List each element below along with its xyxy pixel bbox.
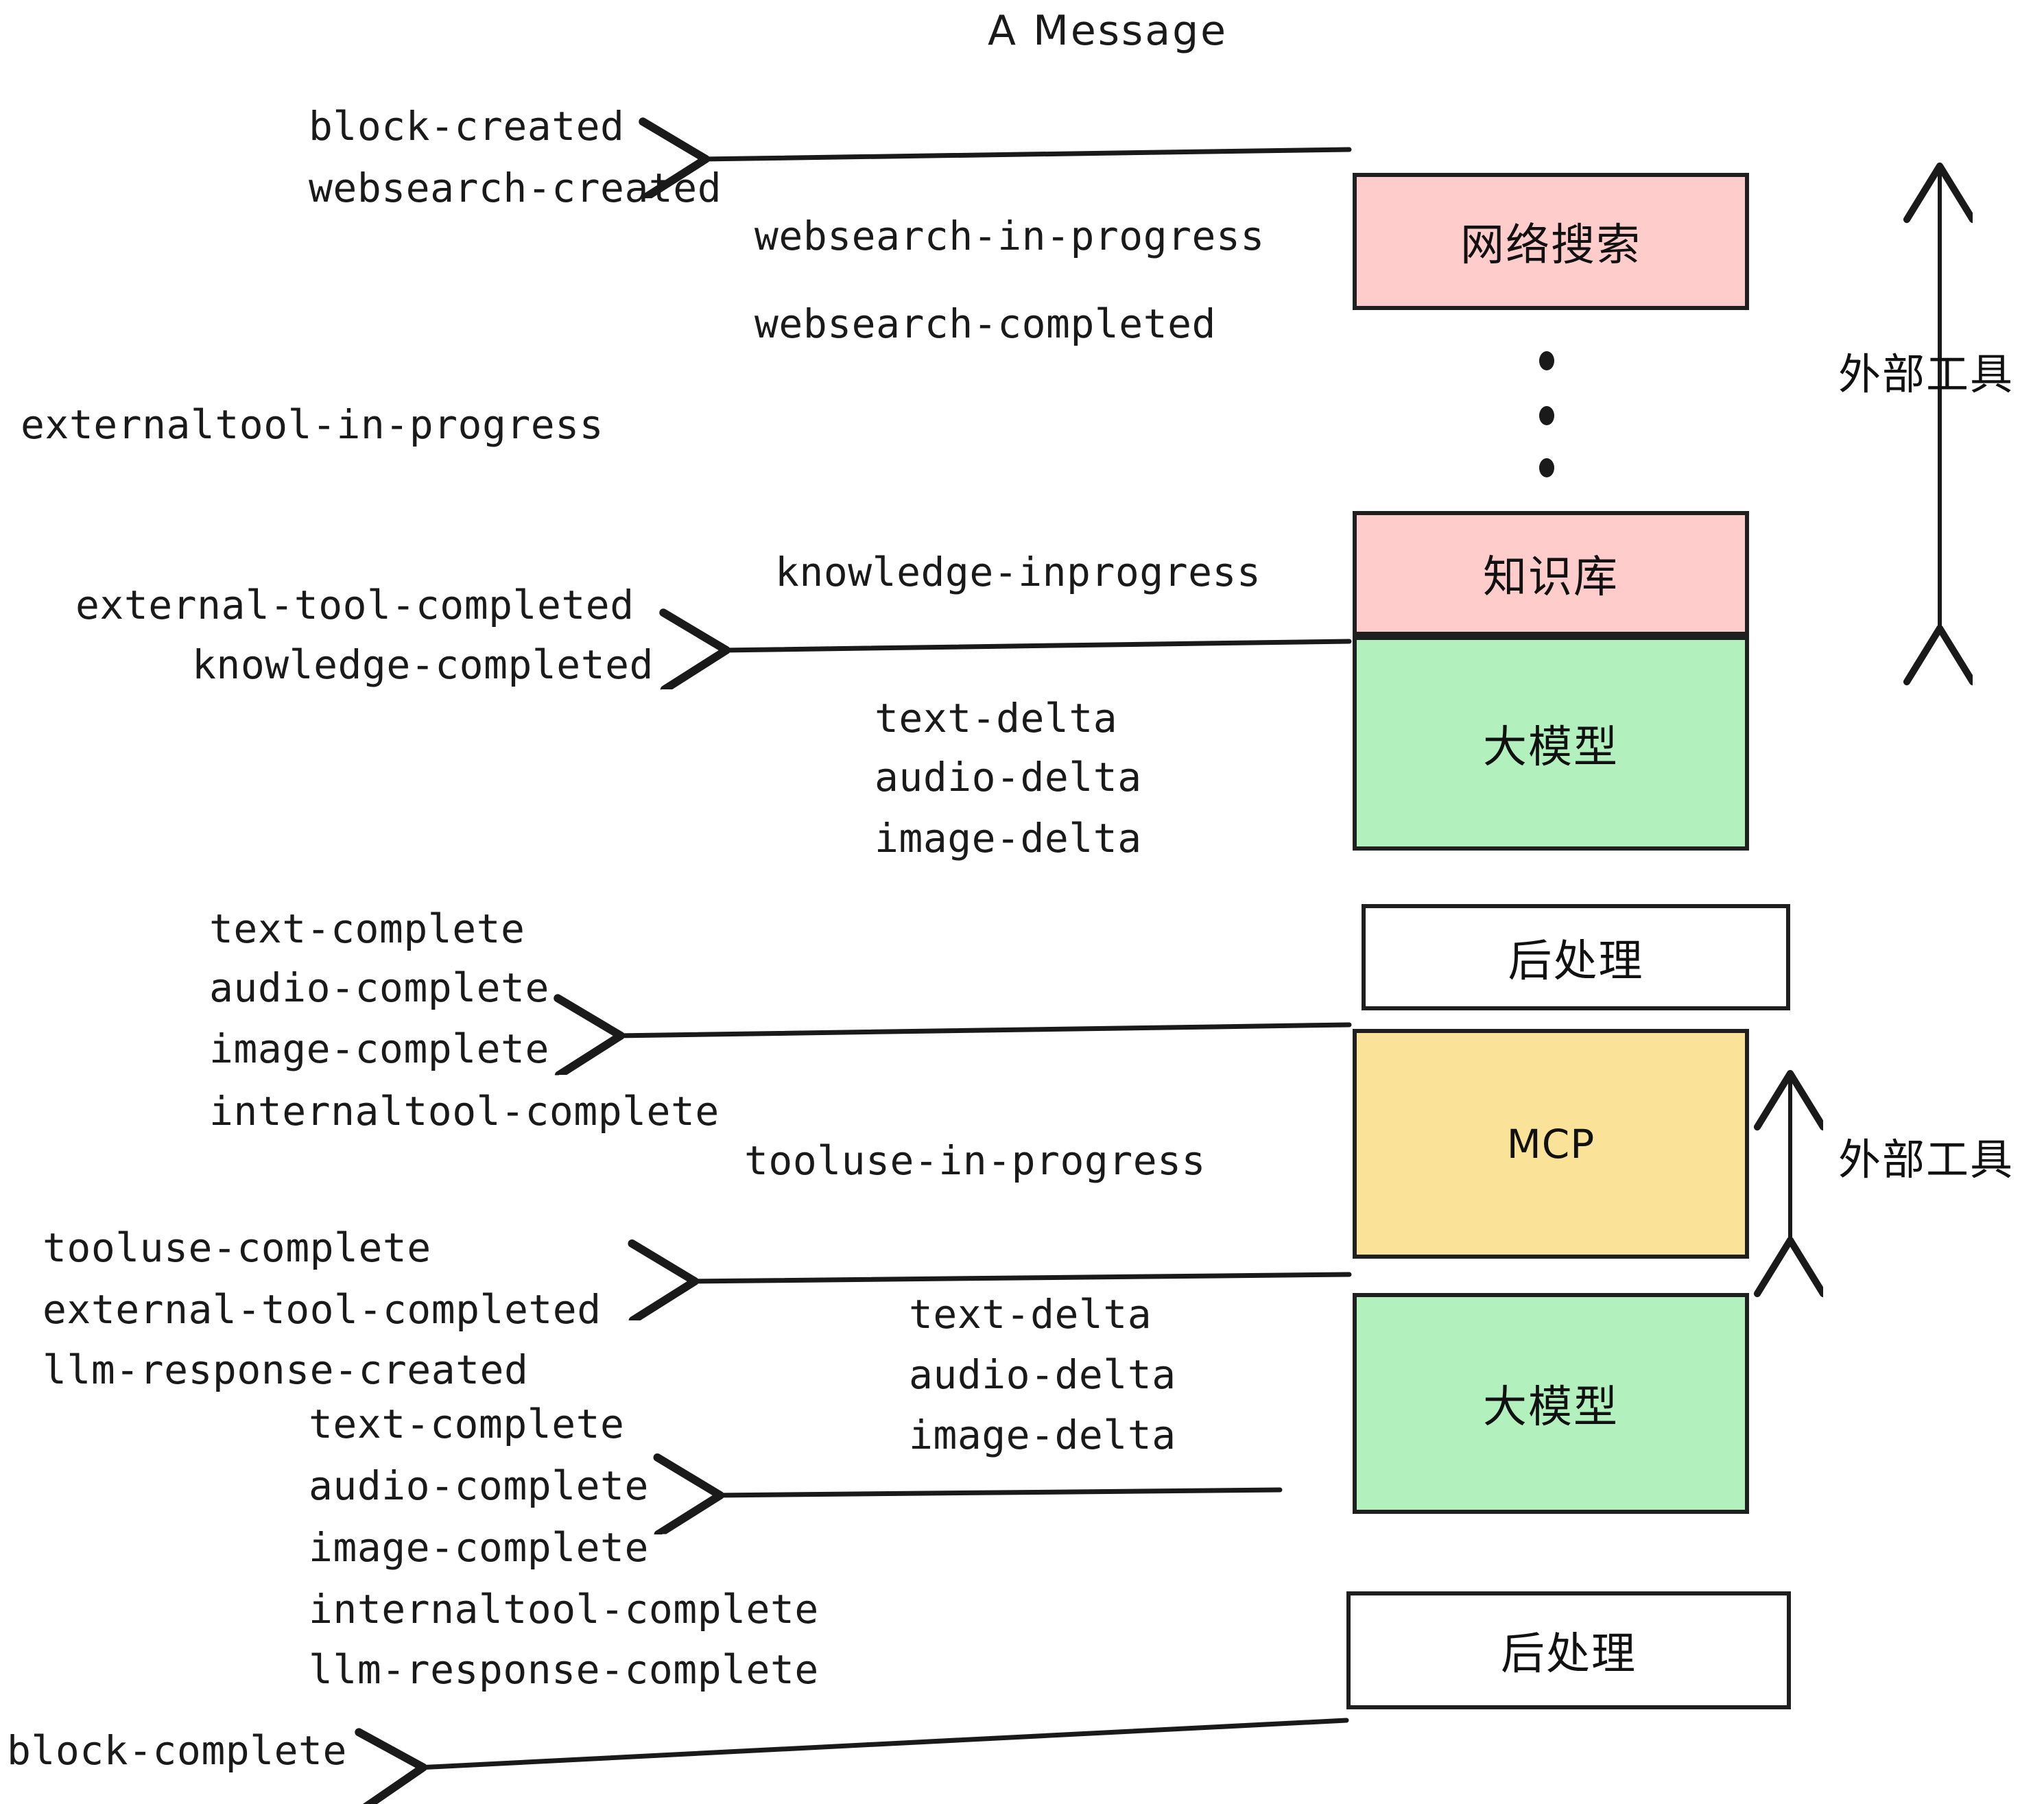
event-label-websearch-completed: websearch-completed [754,300,1216,347]
event-label-websearch-in-progress: websearch-in-progress [754,213,1265,259]
event-label-tooluse-complete: tooluse-complete [43,1224,431,1271]
event-label-external-tool-completed-2: external-tool-completed [43,1286,602,1333]
event-label-block-created: block-created [309,103,625,150]
box-knowledge: 知识库 [1353,511,1749,636]
event-label-audio-delta-1: audio-delta [875,754,1142,800]
ellipsis-dot-2 [1539,406,1554,425]
event-label-audio-delta-2: audio-delta [909,1351,1176,1398]
arrow-image-complete [616,1025,1352,1036]
event-label-text-delta-2: text-delta [909,1291,1152,1338]
event-label-text-complete-2: text-complete [309,1401,625,1447]
event-label-tooluse-in-progress: tooluse-in-progress [744,1137,1206,1184]
arrow-block-complete [418,1718,1349,1768]
box-label-mcp: MCP [1506,1120,1595,1167]
event-label-internaltool-complete-1: internaltool-complete [209,1088,720,1135]
event-label-llm-response-complete: llm-response-complete [309,1646,819,1693]
box-label-llm-1: 大模型 [1483,722,1619,773]
box-label-postprocess-1: 后处理 [1508,936,1644,987]
event-label-image-delta-1: image-delta [875,815,1142,862]
event-label-image-complete-1: image-complete [209,1025,549,1072]
arrow-audio-complete [715,1490,1283,1495]
page-title: A Message [988,7,1228,55]
box-label-llm-2: 大模型 [1483,1382,1619,1433]
box-postprocess-2: 后处理 [1346,1591,1791,1709]
event-label-text-delta-1: text-delta [875,695,1118,741]
event-label-audio-complete-2: audio-complete [309,1462,649,1509]
event-label-knowledge-inprogress: knowledge-inprogress [775,549,1261,595]
box-llm-1: 大模型 [1353,636,1749,851]
arrow-tooluse-done [690,1274,1352,1281]
box-mcp: MCP [1353,1029,1749,1259]
box-websearch: 网络搜索 [1353,173,1749,310]
box-label-postprocess-2: 后处理 [1501,1629,1637,1680]
arrow-knowledge-done [722,641,1352,650]
event-label-websearch-created: websearch-created [309,165,722,211]
ellipsis-dot-1 [1539,351,1554,370]
box-postprocess-1: 后处理 [1362,904,1790,1010]
box-label-websearch: 网络搜索 [1460,220,1641,271]
event-label-audio-complete-1: audio-complete [209,964,549,1011]
side-label-external-tools-top: 外部工具 [1838,349,2015,399]
side-label-external-tools-bottom: 外部工具 [1838,1135,2015,1185]
box-llm-2: 大模型 [1353,1293,1749,1514]
event-label-image-delta-2: image-delta [909,1412,1176,1458]
event-label-knowledge-completed: knowledge-completed [192,641,654,688]
event-label-block-complete: block-complete [7,1727,347,1774]
event-label-llm-response-created: llm-response-created [43,1346,529,1393]
event-label-image-complete-2: image-complete [309,1524,649,1571]
event-label-externaltool-in-progress: externaltool-in-progress [21,401,604,448]
box-label-knowledge: 知识库 [1483,552,1619,603]
event-label-internaltool-complete-2: internaltool-complete [309,1586,819,1633]
event-label-external-tool-completed-1: external-tool-completed [75,582,634,628]
ellipsis-dot-3 [1539,458,1554,477]
event-label-text-complete-1: text-complete [209,905,525,952]
arrow-block-created [701,150,1352,159]
